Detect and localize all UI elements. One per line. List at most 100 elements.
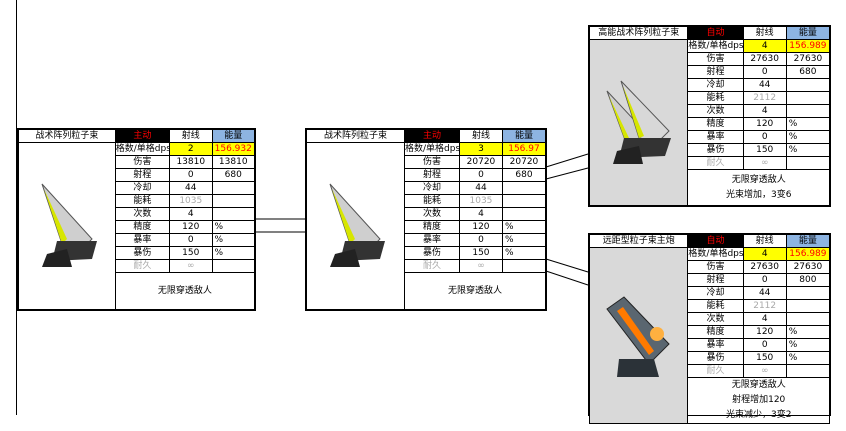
connector-line: [545, 258, 589, 273]
weapon-name: 远距型粒子束主炮: [588, 234, 689, 248]
crit_rate-value: 0: [458, 233, 503, 247]
cooldown-value: 44: [742, 78, 787, 92]
slots-value: 3: [458, 142, 503, 156]
percent-unit: %: [501, 220, 547, 234]
connector-line: [545, 153, 589, 168]
weapon-image: [306, 142, 405, 310]
range-energy-value: 800: [785, 273, 831, 287]
crit_damage-value: 150: [742, 143, 787, 157]
description: 无限穿透敌人: [403, 272, 547, 310]
empty-cell: [785, 78, 831, 92]
accuracy-value: 120: [742, 325, 787, 339]
crit_damage-value: 150: [458, 246, 503, 260]
connector-line: [545, 167, 589, 180]
stat-label-damage: 伤害: [687, 52, 744, 66]
accuracy-value: 120: [742, 117, 787, 131]
range-value: 0: [742, 273, 787, 287]
slots-value: 2: [169, 142, 213, 156]
percent-unit: %: [785, 143, 831, 157]
dps-value: 156.989: [785, 39, 831, 53]
cooldown-value: 44: [458, 181, 503, 195]
description-line: 无限穿透敌人: [731, 380, 786, 390]
stat-label-crit_rate: 暴率: [114, 233, 171, 247]
energy-header: 能量: [785, 234, 831, 248]
stat-label-durability: 耐久: [114, 259, 171, 273]
energy_cost-value: 2112: [742, 299, 787, 313]
range-value: 0: [742, 65, 787, 79]
cooldown-value: 44: [742, 286, 787, 300]
dps-value: 156.989: [785, 247, 831, 261]
orange-main-cannon-icon: [599, 295, 679, 382]
empty-cell: [211, 259, 255, 273]
empty-cell: [785, 104, 831, 118]
damage-energy-value: 20720: [501, 155, 547, 169]
sheet-border-line: [16, 0, 17, 415]
weapon-image: [18, 142, 116, 310]
description: 无限穿透敌人: [114, 272, 256, 310]
description-line: 无限穿透敌人: [157, 285, 212, 296]
beam-header: 射线: [458, 129, 503, 143]
stat-label-crit_damage: 暴伤: [687, 143, 744, 157]
stat-label-damage: 伤害: [403, 155, 460, 169]
stat-label-cooldown: 冷却: [114, 181, 171, 195]
empty-cell: [785, 286, 831, 300]
slots-value: 4: [742, 39, 787, 53]
energy-header: 能量: [785, 26, 831, 40]
stat-label-cooldown: 冷却: [403, 181, 460, 195]
empty-cell: [501, 259, 547, 273]
mode-header: 自动: [687, 26, 744, 40]
yellow-array-turret-icon: [32, 183, 102, 272]
durability-value: ∞: [458, 259, 503, 273]
range-value: 0: [169, 168, 213, 182]
stat-label-durability: 耐久: [687, 364, 744, 378]
yellow-array-turret-icon: [320, 183, 390, 272]
stat-label-durability: 耐久: [687, 156, 744, 170]
description-line: 光束增加，3变6: [725, 189, 792, 200]
durability-value: ∞: [742, 156, 787, 170]
description-line: 无限穿透敌人: [447, 285, 502, 296]
description-line: 无限穿透敌人: [731, 174, 786, 185]
empty-cell: [785, 364, 831, 378]
damage-energy-value: 13810: [211, 155, 255, 169]
stat-label-range: 射程: [687, 273, 744, 287]
stat-label-count: 次数: [114, 207, 171, 221]
empty-cell: [785, 299, 831, 313]
stat-label-damage: 伤害: [687, 260, 744, 274]
range-value: 0: [458, 168, 503, 182]
stat-label-crit_damage: 暴伤: [403, 246, 460, 260]
percent-unit: %: [211, 246, 255, 260]
weapon-name: 高能战术阵列粒子束: [588, 26, 689, 40]
percent-unit: %: [501, 233, 547, 247]
weapon-image: [588, 247, 689, 424]
weapon-image: [588, 39, 689, 206]
stat-label-accuracy: 精度: [687, 325, 744, 339]
crit_damage-value: 150: [742, 351, 787, 365]
beam-header: 射线: [169, 129, 213, 143]
damage-value: 13810: [169, 155, 213, 169]
weapon-name: 战术阵列粒子束: [306, 129, 405, 143]
stat-label-range: 射程: [687, 65, 744, 79]
range-energy-value: 680: [501, 168, 547, 182]
crit_rate-value: 0: [742, 130, 787, 144]
percent-unit: %: [785, 351, 831, 365]
damage-value: 27630: [742, 260, 787, 274]
stat-label-energy_cost: 能耗: [114, 194, 171, 208]
stat-label-dps: 格数/单格dps: [114, 142, 171, 156]
percent-unit: %: [785, 325, 831, 339]
stat-label-energy_cost: 能耗: [687, 91, 744, 105]
energy-header: 能量: [501, 129, 547, 143]
stat-label-crit_rate: 暴率: [687, 130, 744, 144]
energy_cost-value: 1035: [458, 194, 503, 208]
empty-cell: [211, 194, 255, 208]
durability-value: ∞: [742, 364, 787, 378]
empty-cell: [501, 194, 547, 208]
mode-header: 主动: [114, 129, 171, 143]
stat-label-energy_cost: 能耗: [687, 299, 744, 313]
dps-value: 156.97: [501, 142, 547, 156]
stat-label-range: 射程: [403, 168, 460, 182]
